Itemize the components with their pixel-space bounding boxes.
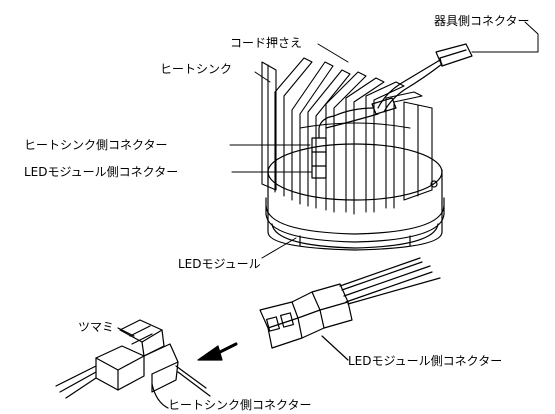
heatsink-connector-shape <box>311 115 335 179</box>
label-heatsink-connector-bottom: ヒートシンク側コネクター <box>168 398 312 412</box>
ring-screw <box>430 180 438 188</box>
module-cord <box>325 107 379 129</box>
direction-arrow <box>197 342 238 361</box>
label-cord-clamp: コード押さえ <box>230 36 303 50</box>
led-module-connector-detail <box>259 257 441 361</box>
label-led-module-connector: LEDモジュール側コネクター <box>24 165 179 179</box>
fixture-connector-shape <box>371 43 473 115</box>
label-heat-sink: ヒートシンク <box>160 62 233 76</box>
heatsink-connector-detail <box>55 319 211 409</box>
heat-sink <box>261 57 433 215</box>
label-heatsink-connector: ヒートシンク側コネクター <box>24 138 168 152</box>
leader-lines-top <box>229 21 539 259</box>
label-led-module: LEDモジュール <box>178 257 261 271</box>
label-led-module-connector-bottom: LEDモジュール側コネクター <box>348 354 503 368</box>
label-fixture-connector: 器具側コネクター <box>434 14 530 28</box>
led-module-base <box>265 143 445 251</box>
label-knob: ツマミ <box>78 320 115 334</box>
